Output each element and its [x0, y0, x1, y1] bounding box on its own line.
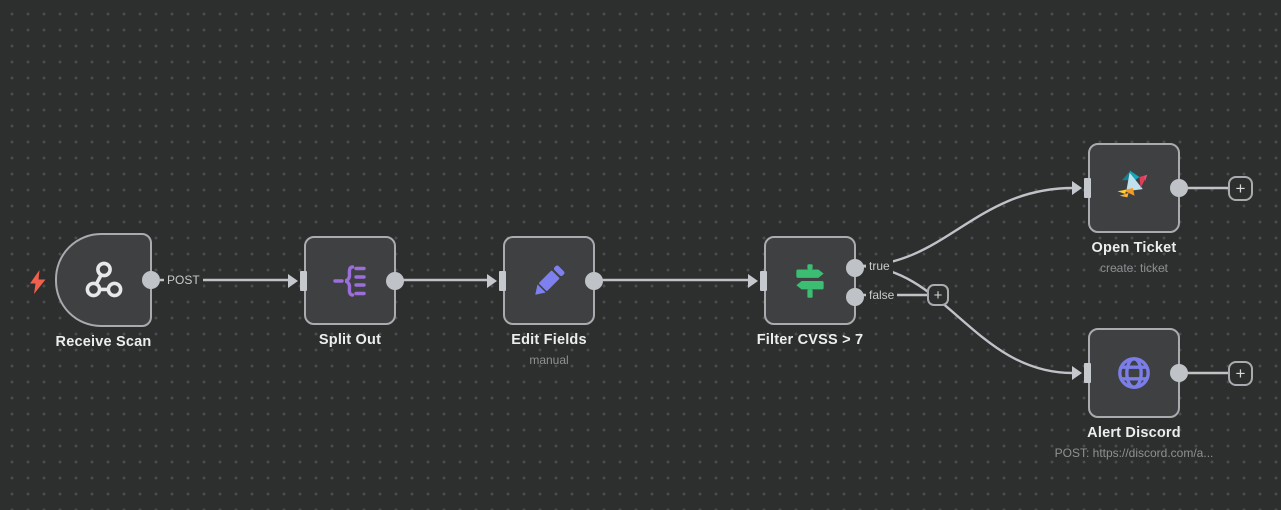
webhook-icon — [85, 261, 122, 298]
add-node-button-open-ticket[interactable]: + — [1228, 176, 1253, 201]
output-port[interactable] — [1170, 179, 1188, 197]
output-port[interactable] — [585, 271, 603, 290]
signpost-icon — [796, 263, 824, 298]
output-port-true[interactable] — [846, 259, 864, 277]
node-label: Open Ticket — [1091, 240, 1177, 256]
output-label-post: POST — [164, 273, 203, 288]
input-port[interactable] — [748, 270, 767, 292]
node-open-ticket[interactable]: Open Ticket create: ticket — [1072, 143, 1188, 275]
input-port[interactable] — [288, 270, 307, 292]
trigger-bolt-icon — [30, 270, 46, 294]
node-split-out[interactable]: Split Out — [288, 236, 404, 348]
pencil-icon — [535, 265, 565, 295]
node-receive-scan[interactable]: Receive Scan — [55, 233, 160, 350]
add-node-button-alert-discord[interactable]: + — [1228, 361, 1253, 386]
node-label: Edit Fields — [511, 332, 587, 348]
node-label: Split Out — [318, 332, 382, 348]
add-node-button-false-branch[interactable]: + — [927, 284, 949, 306]
input-port[interactable] — [487, 270, 506, 292]
node-subtitle: create: ticket — [1099, 261, 1169, 275]
node-alert-discord[interactable]: Alert Discord POST: https://discord.com/… — [1055, 328, 1213, 460]
globe-icon — [1118, 357, 1150, 389]
node-label: Filter CVSS > 7 — [756, 332, 864, 348]
input-port[interactable] — [1072, 362, 1091, 384]
output-port-false[interactable] — [846, 288, 864, 306]
node-label: Alert Discord — [1087, 425, 1181, 441]
node-subtitle: manual — [529, 353, 569, 367]
node-filter-cvss[interactable]: Filter CVSS > 7 — [748, 236, 864, 348]
input-port[interactable] — [1072, 177, 1091, 199]
output-label-false: false — [866, 288, 898, 303]
output-label-true: true — [866, 259, 893, 274]
node-label: Receive Scan — [55, 334, 152, 350]
output-port[interactable] — [386, 271, 404, 290]
output-port[interactable] — [142, 271, 160, 289]
freshdesk-bird-icon — [1117, 170, 1148, 198]
node-edit-fields[interactable]: Edit Fields manual — [487, 236, 603, 367]
connection-true-to-alert-discord — [857, 264, 1074, 375]
output-port[interactable] — [1170, 364, 1188, 382]
split-out-icon — [333, 264, 366, 297]
node-subtitle: POST: https://discord.com/a... — [1054, 446, 1214, 460]
connection-true-to-open-ticket — [857, 186, 1074, 268]
